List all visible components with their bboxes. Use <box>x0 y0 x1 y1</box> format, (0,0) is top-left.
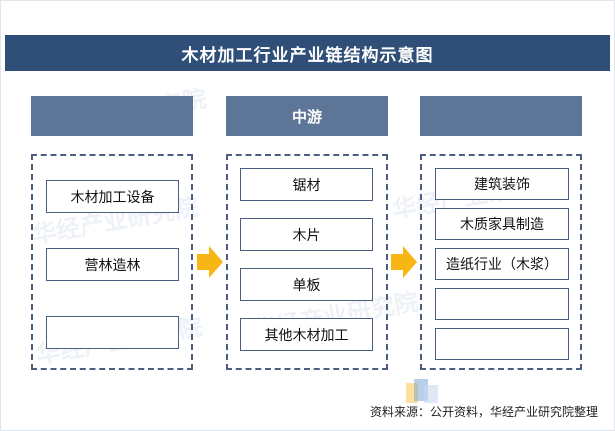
upstream-item-empty <box>46 316 179 349</box>
downstream-item-empty <box>435 328 569 360</box>
stage-header-midstream: 中游 <box>226 96 388 136</box>
downstream-item: 建筑装饰 <box>435 168 569 200</box>
midstream-item: 单板 <box>240 268 373 301</box>
diagram-title: 木材加工行业产业链结构示意图 <box>5 35 610 71</box>
upstream-item: 营林造林 <box>46 248 179 281</box>
downstream-item: 木质家具制造 <box>435 208 569 240</box>
upstream-item: 木材加工设备 <box>46 180 179 213</box>
midstream-item: 木片 <box>240 218 373 251</box>
source-note: 资料来源：公开资料，华经产业研究院整理 <box>369 405 598 419</box>
midstream-item: 锯材 <box>240 168 373 201</box>
flow-arrow-icon <box>391 246 417 278</box>
flow-arrow-icon <box>197 246 223 278</box>
stage-box-downstream: 建筑装饰 木质家具制造 造纸行业（木浆） <box>420 154 582 370</box>
downstream-item-empty <box>435 288 569 320</box>
logo-icon <box>406 379 438 403</box>
stage-box-midstream: 锯材 木片 单板 其他木材加工 <box>226 154 388 370</box>
midstream-item: 其他木材加工 <box>240 318 373 351</box>
stage-header-upstream <box>31 96 193 136</box>
stage-box-upstream: 木材加工设备 营林造林 <box>31 154 193 370</box>
stage-header-downstream <box>420 96 582 136</box>
downstream-item: 造纸行业（木浆） <box>435 248 569 280</box>
